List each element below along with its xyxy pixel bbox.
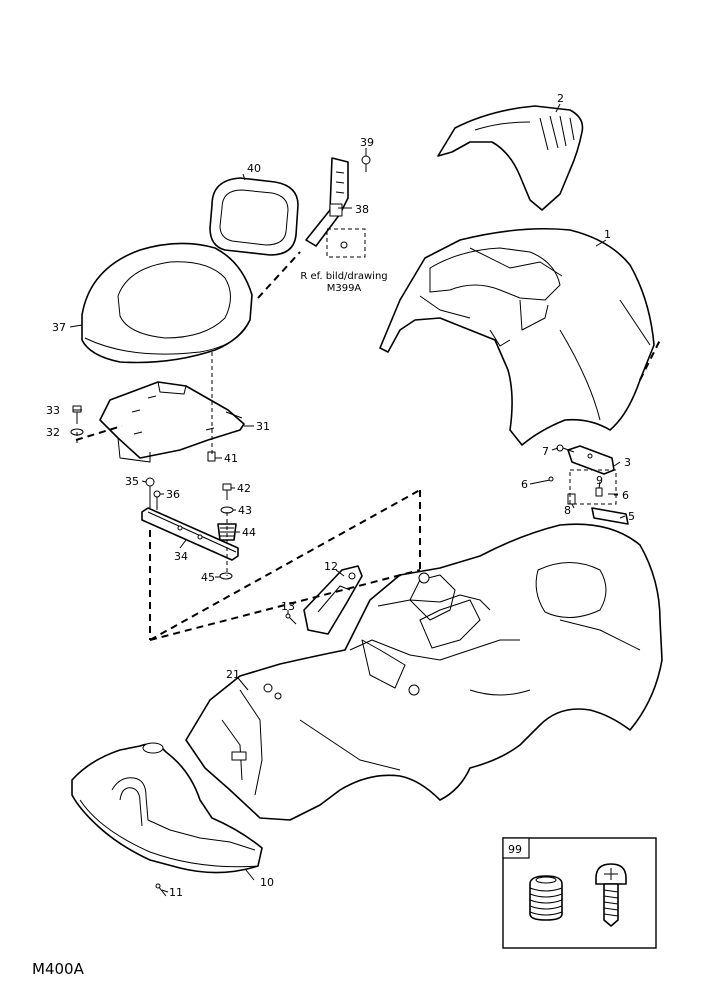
callout-6-right: 6	[622, 489, 629, 502]
callout-34: 34	[174, 550, 188, 563]
part-2-rear-cover	[437, 105, 584, 211]
callout-39: 39	[360, 136, 374, 149]
drawing-code: M400A	[32, 960, 85, 978]
callout-40: 40	[247, 162, 261, 175]
part-31-seat-plate	[99, 381, 245, 463]
callout-41: 41	[224, 452, 238, 465]
part-13-screw	[285, 613, 297, 625]
part-33-bolt	[72, 405, 82, 424]
callout-2: 2	[557, 92, 564, 105]
inset-box-99: 99	[502, 837, 657, 949]
part-34-rail	[141, 507, 239, 561]
hardware-group-box	[569, 469, 617, 505]
threaded-insert-icon	[529, 875, 563, 921]
part-7-screw	[556, 444, 575, 453]
part-39-screw	[361, 155, 371, 172]
callout-10: 10	[260, 876, 274, 889]
part-35-bolt	[145, 477, 155, 508]
callout-11: 11	[169, 886, 183, 899]
callout-labels: 2 1 40 39 38 37 33 32 31 41 35 36 34 42 …	[46, 92, 635, 899]
callout-43: 43	[238, 504, 252, 517]
callout-38: 38	[355, 203, 369, 216]
callout-31: 31	[256, 420, 270, 433]
callout-42: 42	[237, 482, 251, 495]
callout-3: 3	[624, 456, 631, 469]
callout-44: 44	[242, 526, 256, 539]
part-36-bolt	[153, 490, 161, 510]
part-6-screw-left	[539, 476, 554, 483]
part-5-bracket	[591, 507, 629, 525]
callout-21: 21	[226, 668, 240, 681]
reference-note-line-1: R ef. bild/drawing	[300, 271, 387, 282]
callout-5: 5	[628, 510, 635, 523]
part-45-nut	[219, 572, 233, 580]
inset-label: 99	[508, 843, 522, 856]
reference-note-line-2: M399A	[327, 283, 362, 294]
callout-1: 1	[604, 228, 611, 241]
callout-33: 33	[46, 404, 60, 417]
reference-box	[326, 228, 366, 258]
part-11-screw	[155, 883, 167, 897]
part-21-chassis	[185, 523, 663, 821]
callout-45: 45	[201, 571, 215, 584]
reference-note: R ef. bild/drawing M399A	[300, 271, 387, 294]
callout-36: 36	[166, 488, 180, 501]
part-8-spacer	[567, 493, 576, 505]
part-37-seat	[81, 242, 253, 364]
part-12-bracket	[303, 565, 363, 635]
callout-35: 35	[125, 475, 139, 488]
part-40-backrest	[209, 177, 299, 256]
callout-37: 37	[52, 321, 66, 334]
part-10-tank-cover	[71, 742, 263, 874]
part-42-bolt	[222, 483, 232, 500]
assembly-lines	[75, 251, 661, 641]
callout-9: 9	[596, 474, 603, 487]
part-1-front-cover	[379, 227, 655, 446]
part-38-bracket	[305, 157, 349, 247]
callout-32: 32	[46, 426, 60, 439]
callout-12: 12	[324, 560, 338, 573]
part-9-nut	[595, 487, 603, 497]
callout-13: 13	[281, 600, 295, 613]
callout-7: 7	[542, 445, 549, 458]
callout-6-left: 6	[521, 478, 528, 491]
callout-8: 8	[564, 504, 571, 517]
reference-screw	[340, 241, 348, 249]
screw-icon	[595, 863, 627, 927]
leader-lines	[69, 103, 626, 893]
